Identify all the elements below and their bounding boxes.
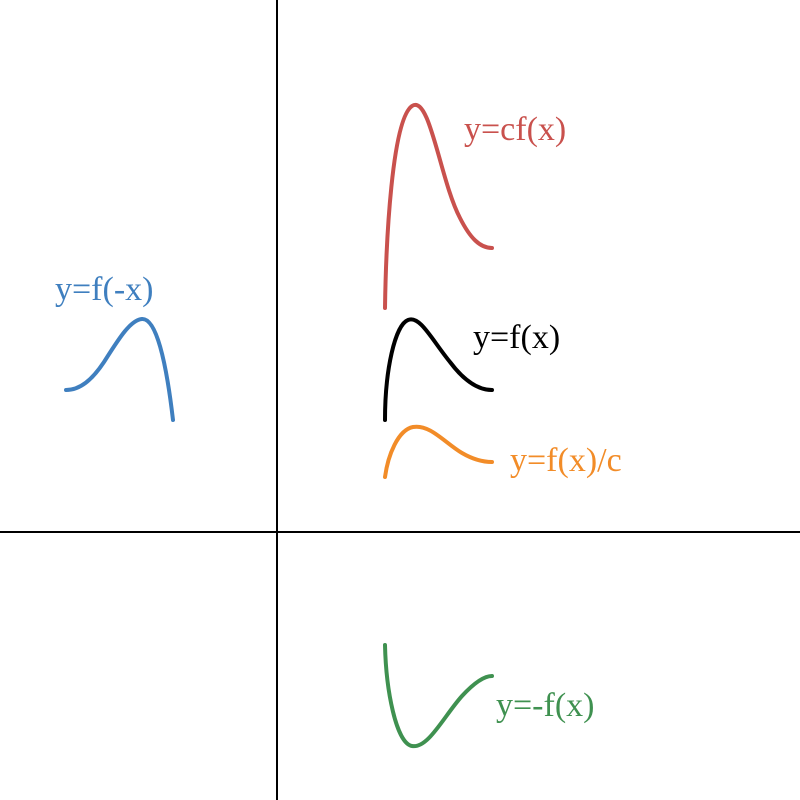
curve-reflected-x [383,643,494,749]
curve-scaled-down [383,424,494,479]
label-reflected-y: y=f(-x) [55,271,153,308]
curve-scaled-up [383,102,494,310]
label-original: y=f(x) [473,319,560,356]
label-scaled-up: y=cf(x) [464,111,566,148]
curve-reflected-y [64,317,175,422]
curve-original [383,317,494,422]
label-scaled-down: y=f(x)/c [510,442,622,479]
label-reflected-x: y=-f(x) [496,687,594,724]
